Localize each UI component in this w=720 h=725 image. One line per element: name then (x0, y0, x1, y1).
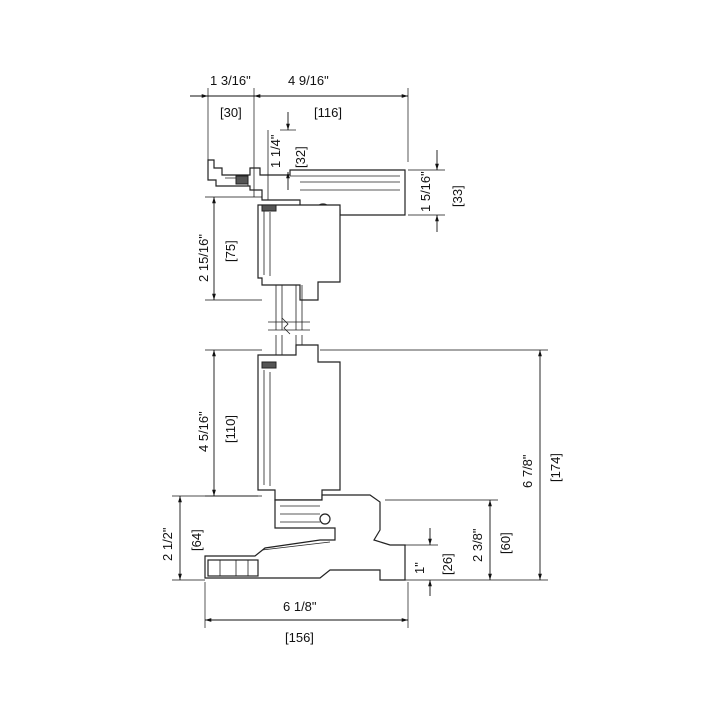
dim-sill-step-mm: [26] (440, 553, 455, 575)
head-frame (207, 159, 406, 216)
dim-lower-sash: 4 5/16" [110] (196, 349, 262, 497)
dim-head-depth-in: 1 5/16" (418, 171, 433, 212)
dim-top-right-in: 4 9/16" (288, 73, 329, 88)
window-profile (204, 130, 406, 581)
dim-sill-step: 1" [26] (405, 528, 455, 596)
dim-top-left-in: 1 3/16" (210, 73, 251, 88)
dim-upper-sash-in: 2 15/16" (196, 234, 211, 282)
dim-sill-left-in: 2 1/2" (160, 527, 175, 561)
dim-head-depth: 1 5/16" [33] (408, 150, 465, 232)
upper-sash (257, 204, 341, 301)
dim-upper-sash-mm: [75] (223, 240, 238, 262)
dim-top: 1 3/16" [30] 4 9/16" [116] (190, 73, 409, 162)
dim-overall-in: 6 7/8" (520, 454, 535, 488)
dim-overall-mm: [174] (548, 453, 563, 482)
dim-top-left-mm: [30] (220, 105, 242, 120)
dim-sill-left: 2 1/2" [64] (160, 495, 258, 581)
dim-sill-left-mm: [64] (189, 529, 204, 551)
dim-width-in: 6 1/8" (283, 599, 317, 614)
dim-upper-sash: 2 15/16" [75] (196, 196, 262, 301)
dim-sill-right-in: 2 3/8" (470, 528, 485, 562)
dim-lower-sash-in: 4 5/16" (196, 411, 211, 452)
dim-lower-sash-mm: [110] (223, 415, 238, 443)
dim-head-height: 1 1/4" [32] (268, 112, 308, 190)
dim-sill-step-in: 1" (412, 562, 427, 574)
dim-sill-right: 2 3/8" [60] (385, 499, 513, 580)
dim-head-depth-mm: [33] (450, 185, 465, 207)
dim-head-height-mm: [32] (293, 146, 308, 168)
dim-top-right-mm: [116] (314, 105, 342, 120)
dim-sill-right-mm: [60] (498, 532, 513, 554)
sill-frame (204, 494, 406, 581)
dim-width: 6 1/8" [156] (204, 582, 409, 645)
dim-width-mm: [156] (285, 630, 314, 645)
dim-head-height-in: 1 1/4" (268, 134, 283, 168)
